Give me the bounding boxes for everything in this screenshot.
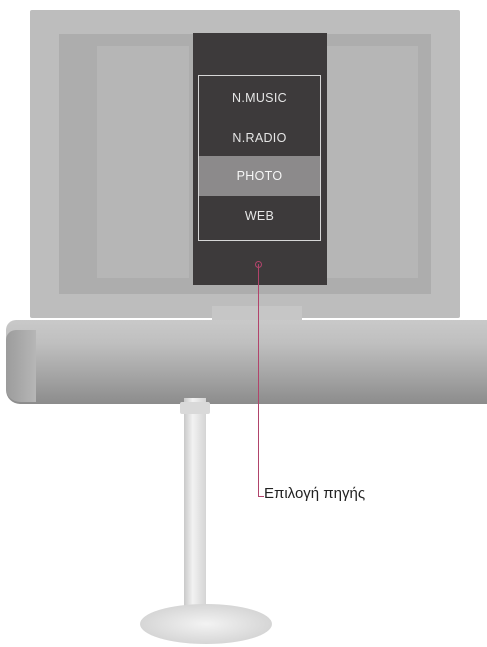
callout-dot (255, 261, 262, 268)
menu-item-n-music[interactable]: N.MUSIC (232, 91, 287, 105)
stand-base (140, 604, 272, 644)
stand-pole-collar (180, 402, 210, 414)
menu-item-n-radio[interactable]: N.RADIO (232, 131, 287, 145)
callout-line (258, 264, 259, 497)
menu-item-web[interactable]: WEB (244, 209, 275, 223)
stand-pole (184, 398, 206, 624)
speaker-bar-end (6, 330, 36, 402)
speaker-bar (6, 320, 487, 404)
tv-screen-panel-right (326, 46, 418, 278)
callout-label: Επιλογή πηγής (264, 485, 366, 502)
menu-item-photo[interactable]: PHOTO (199, 156, 320, 196)
callout-tick (258, 496, 264, 497)
source-menu-frame (198, 75, 321, 241)
tv-screen-panel-left (97, 46, 189, 278)
